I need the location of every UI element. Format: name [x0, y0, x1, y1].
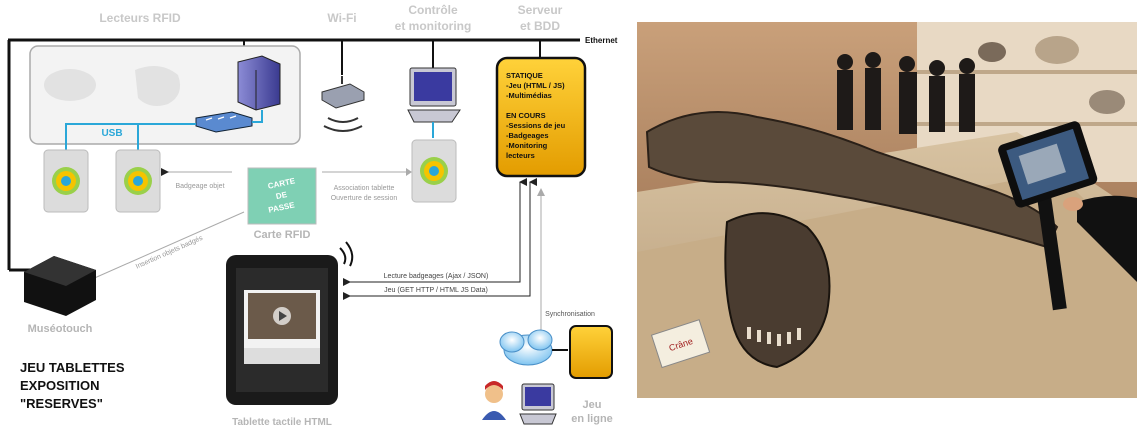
carte-text: DE	[275, 190, 288, 201]
server-box-text: STATIQUE -Jeu (HTML / JS) -Multimédias E…	[506, 71, 566, 160]
label-en-ligne: en ligne	[571, 413, 613, 425]
fossil-teeth	[747, 327, 801, 346]
artifact-shape	[978, 42, 1006, 62]
label-wifi: Wi-Fi	[327, 11, 356, 25]
arrow-jeu-get	[343, 190, 531, 300]
artifact-shape	[1035, 36, 1079, 64]
label-tablette: Tablette tactile HTML	[232, 417, 332, 428]
artifact-shape	[1089, 90, 1125, 114]
visitor-arm	[1077, 195, 1137, 282]
arrow-association-head	[406, 168, 412, 176]
architecture-diagram: Lecteurs RFID Wi-Fi Contrôle et monitori…	[7, 3, 618, 428]
label-jeu-get: Jeu (GET HTTP / HTML JS Data)	[384, 287, 488, 294]
rfid-reader-2-icon	[115, 149, 161, 213]
visitors-group	[837, 52, 975, 134]
server-line: -Monitoring	[506, 141, 548, 150]
cloud-icon	[499, 329, 553, 366]
museum-photo: Crâne	[637, 22, 1137, 398]
server-line: lecteurs	[506, 151, 535, 160]
server-line: STATIQUE	[506, 71, 543, 80]
network-switch-icon	[195, 111, 253, 133]
visitor-hand	[1063, 197, 1083, 211]
label-insertion: Insertion objets badgés	[135, 235, 204, 271]
server-database-box	[495, 56, 587, 178]
label-ethernet: Ethernet	[585, 36, 618, 45]
server-tower-icon	[237, 55, 281, 111]
label-jeu: Jeu	[583, 399, 602, 411]
object-skull-shape	[135, 66, 181, 106]
tablet-icon	[226, 255, 338, 405]
label-lecteurs-rfid: Lecteurs RFID	[99, 11, 181, 25]
server-line: -Multimédias	[506, 91, 552, 100]
label-lecture-badgeages: Lecture badgeages (Ajax / JSON)	[384, 273, 489, 280]
usb-cable-left	[65, 123, 196, 150]
label-ouverture: Ouverture de session	[331, 195, 398, 202]
arrow-lecture-badgeages	[343, 190, 521, 286]
user-computer-icon	[519, 383, 557, 425]
label-badgeage-objet: Badgeage objet	[175, 183, 224, 190]
label-controle: Contrôle	[408, 3, 458, 17]
online-server-icon	[569, 325, 613, 379]
carte-rfid-card-icon: CARTE DE PASSE	[247, 167, 317, 225]
label-serveur: Serveur	[518, 3, 563, 17]
tablet-wifi-waves-icon	[339, 241, 354, 267]
label-museotouch: Muséotouch	[28, 323, 93, 335]
shelf-line	[917, 70, 1137, 74]
specimen-label-sign: Crâne	[650, 319, 711, 369]
server-line: -Jeu (HTML / JS)	[506, 81, 565, 90]
rfid-reader-1-icon	[43, 149, 89, 213]
label-bdd: et BDD	[520, 19, 560, 33]
label-synchronisation: Synchronisation	[545, 311, 595, 318]
rfid-reader-3-icon	[411, 139, 457, 203]
title-line-1: JEU TABLETTES	[20, 360, 125, 375]
title-line-2: EXPOSITION	[20, 378, 99, 393]
server-line: -Sessions de jeu	[506, 121, 566, 130]
label-carte-rfid: Carte RFID	[254, 229, 311, 241]
arrow-insertion	[89, 211, 245, 281]
monitor-computer-icon	[407, 67, 461, 123]
sync-arrow-head	[537, 188, 545, 196]
title-line-3: "RESERVES"	[20, 396, 103, 411]
shelf-line	[917, 122, 1137, 126]
object-bowl-shape	[44, 69, 96, 101]
wifi-router-icon	[321, 76, 365, 132]
museotouch-box-icon	[24, 256, 96, 316]
usb-cable-server	[252, 110, 263, 123]
label-usb: USB	[101, 128, 122, 139]
label-association: Association tablette	[334, 185, 395, 192]
server-line: -Badgeages	[506, 131, 549, 140]
tablet-on-stand	[998, 121, 1098, 311]
label-monitoring: et monitoring	[395, 19, 472, 33]
fossil-skull	[724, 212, 831, 369]
user-person-icon	[482, 381, 506, 420]
server-line: EN COURS	[506, 111, 546, 120]
